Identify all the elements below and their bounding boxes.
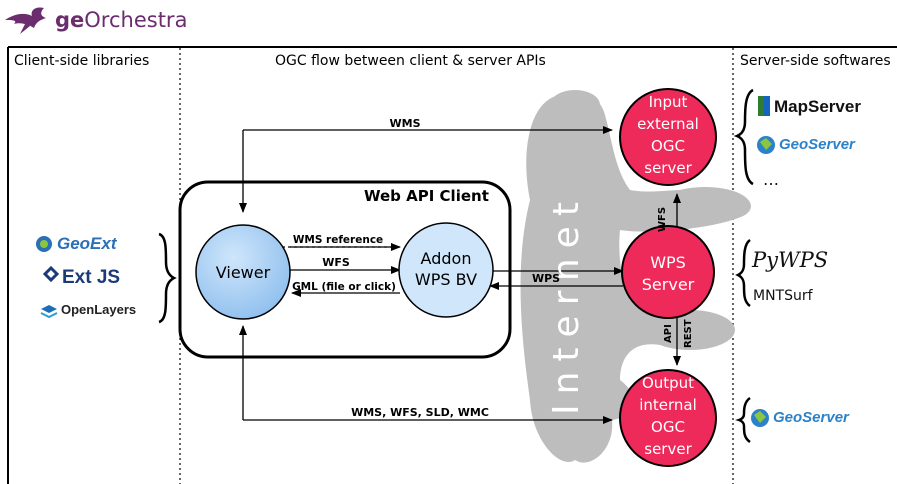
output-server-label-line: internal [639,396,697,414]
addon-label-line: Addon [421,249,472,268]
input-external-server-node [619,88,717,186]
logo-prefix: ge [55,8,85,32]
internet-cloud [520,90,751,463]
section-server-label: Server-side softwares [740,53,891,69]
internet-label: Internet [546,192,587,415]
section-client-label: Client-side libraries [14,53,149,69]
addon-wps-bv-node [398,222,494,318]
mapserver-label: MapServer [774,97,861,116]
web-api-client-title: Web API Client [364,187,489,205]
flow-gml-label: GML (file or click) [292,281,396,293]
output-server-label-line: OGC [651,418,685,436]
viewer-label: Viewer [216,263,271,282]
openlayers-icon [40,305,58,319]
wps-server-label-line: Server [642,275,695,294]
geoorchestra-logo-bird-icon [5,7,46,34]
geoorchestra-logo: geOrchestra [55,8,187,32]
flow-api-label: API [663,324,674,343]
input-server-label-line: server [644,159,692,177]
mapserver-icon [758,96,770,116]
software-mapserver: MapServer [757,97,861,117]
web-api-client-box [178,180,512,359]
logo-name: Orchestra [84,8,188,32]
geoserver-label: GeoServer [773,409,849,426]
flow-wms-reference-label: WMS reference [293,234,383,246]
flow-wps-label: WPS [532,272,560,285]
flow-bottom-label: WMS, WFS, SLD, WMC [351,406,489,419]
geoserver-icon [757,136,775,154]
flow-rest-label: REST [683,319,694,348]
wps-server-label-line: WPS [650,253,686,272]
flow-wfs-label: WFS [322,256,350,269]
input-server-label-line: Input [649,93,688,111]
braces [158,88,754,444]
wps-server-node [621,225,715,319]
output-server-label-line: Output [642,374,694,392]
flow-wms-label: WMS [389,117,420,130]
geoserver-icon [751,409,769,427]
extjs-icon [42,265,60,283]
output-server-label-line: server [644,440,692,458]
addon-label-line: WPS BV [415,270,477,289]
geoserver-label: GeoServer [779,136,855,153]
lib-openlayers: OpenLayers [40,302,136,317]
software-geoserver-output: GeoServer [752,409,849,426]
viewer-node [195,224,291,320]
lib-openlayers-label: OpenLayers [61,302,137,317]
output-internal-server-node [619,369,717,467]
software-mntsurf: MNTSurf [753,288,813,304]
lib-extjs: Ext JS [45,267,120,289]
more-softwares-ellipsis: … [763,170,779,189]
input-server-label-line: OGC [651,137,685,155]
geoext-icon [36,236,52,252]
lib-extjs-label: Ext JS [62,267,121,288]
flow-wfs-vertical-label: WFS [657,207,668,232]
software-pywps: PyWPS [752,248,829,272]
lib-geoext: GeoExt [38,234,117,254]
software-geoserver-input: GeoServer [758,136,855,153]
lib-geoext-label: GeoExt [57,234,117,253]
section-flow-label: OGC flow between client & server APIs [275,53,546,69]
input-server-label-line: external [637,115,699,133]
